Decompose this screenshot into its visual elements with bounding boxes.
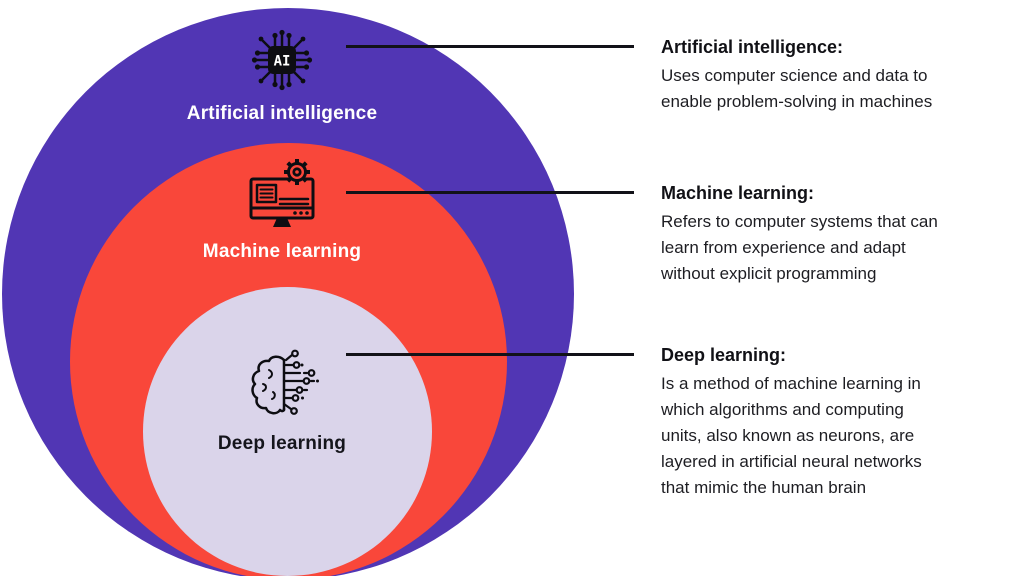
circle-deep-learning [143,287,432,576]
annotation-body: Refers to computer systems that can lear… [661,212,938,283]
annotation-heading: Artificial intelligence: [661,37,844,57]
annotation-heading: Deep learning: [661,345,787,365]
annotation-deep-learning: Deep learning: Is a method of machine le… [661,345,1006,501]
ai-chip-icon: AI [251,29,313,91]
brain-circuit-icon [251,349,319,415]
monitor-gear-icon [249,159,315,227]
ring-label-artificial-intelligence: Artificial intelligence [186,103,378,124]
connector-line-machine-learning [346,191,634,194]
annotation-machine-learning: Machine learning: Refers to computer sys… [661,183,1006,287]
connector-line-deep-learning [346,353,634,356]
ring-label-machine-learning: Machine learning [202,241,362,262]
annotation-body: Is a method of machine learning in which… [661,374,922,497]
annotation-heading: Machine learning: [661,183,815,203]
ring-label-deep-learning: Deep learning [217,433,347,454]
chip-text: AI [274,54,291,70]
connector-line-artificial-intelligence [346,45,634,48]
annotation-body: Uses computer science and data to enable… [661,66,933,111]
annotation-artificial-intelligence: Artificial intelligence: Uses computer s… [661,37,1006,115]
